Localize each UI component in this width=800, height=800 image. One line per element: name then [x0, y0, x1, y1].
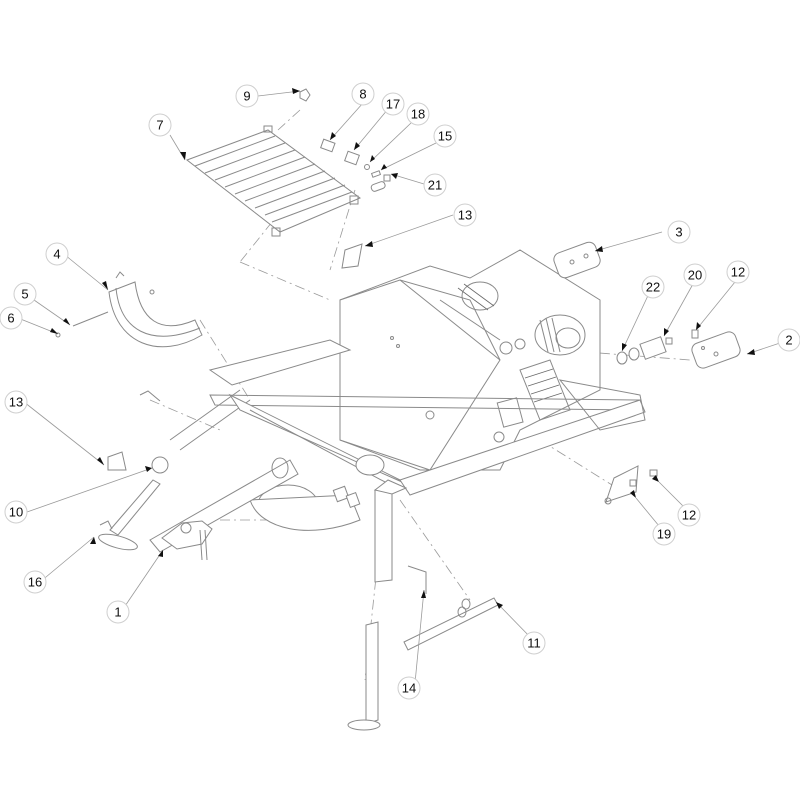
callout-19[interactable]: 19 [652, 522, 676, 546]
axle-bar [403, 597, 499, 651]
callout-2[interactable]: 2 [777, 328, 800, 352]
callout-3[interactable]: 3 [667, 220, 691, 244]
callout-9[interactable]: 9 [235, 84, 259, 108]
svg-text:4: 4 [53, 247, 60, 262]
fender [55, 271, 203, 348]
svg-text:13: 13 [9, 395, 23, 410]
svg-text:10: 10 [9, 505, 23, 520]
callout-18[interactable]: 18 [406, 102, 430, 126]
svg-text:17: 17 [386, 97, 400, 112]
tail-light-left [553, 241, 601, 279]
svg-text:12: 12 [682, 508, 696, 523]
svg-text:19: 19 [657, 527, 671, 542]
svg-text:6: 6 [7, 311, 14, 326]
tongue-jack [98, 390, 169, 551]
callout-15[interactable]: 15 [433, 124, 457, 148]
svg-text:15: 15 [438, 129, 452, 144]
svg-text:9: 9 [243, 89, 250, 104]
callout-11[interactable]: 11 [522, 631, 546, 655]
svg-text:5: 5 [21, 287, 28, 302]
callout-13-left[interactable]: 13 [4, 390, 28, 414]
callout-22[interactable]: 22 [641, 275, 665, 299]
callout-20[interactable]: 20 [683, 263, 707, 287]
license-plate-bracket [604, 465, 658, 505]
svg-text:20: 20 [688, 268, 702, 283]
callout-7[interactable]: 7 [148, 113, 172, 137]
svg-text:16: 16 [28, 575, 42, 590]
jack-stand [347, 565, 427, 731]
svg-text:8: 8 [359, 87, 366, 102]
callout-12-top[interactable]: 12 [726, 260, 750, 284]
svg-text:22: 22 [646, 280, 660, 295]
svg-text:11: 11 [527, 636, 541, 651]
svg-text:3: 3 [675, 225, 682, 240]
callout-4[interactable]: 4 [45, 242, 69, 266]
callout-1[interactable]: 1 [106, 600, 130, 624]
fittings [299, 88, 391, 192]
svg-text:12: 12 [731, 265, 745, 280]
decal-plate-top [341, 243, 363, 269]
callout-8[interactable]: 8 [351, 82, 375, 106]
callout-10[interactable]: 10 [4, 500, 28, 524]
callout-12-bottom[interactable]: 12 [677, 503, 701, 527]
svg-text:2: 2 [785, 333, 792, 348]
engine-housing [339, 249, 601, 471]
callout-6[interactable]: 6 [0, 306, 23, 330]
tail-light-right [691, 331, 741, 369]
callout-16[interactable]: 16 [23, 570, 47, 594]
lamp-socket-parts [616, 329, 699, 365]
top-grate [185, 125, 362, 237]
callouts: 9 7 8 17 18 15 21 13 3 22 20 12 2 4 5 6 … [0, 82, 800, 700]
arrowheads [50, 88, 755, 609]
svg-text:13: 13 [458, 208, 472, 223]
callout-13-top[interactable]: 13 [453, 203, 477, 227]
callout-21[interactable]: 21 [423, 173, 447, 197]
callout-17[interactable]: 17 [381, 92, 405, 116]
callout-5[interactable]: 5 [13, 282, 37, 306]
coupler [161, 520, 213, 561]
svg-text:14: 14 [402, 681, 416, 696]
svg-text:7: 7 [156, 118, 163, 133]
svg-text:18: 18 [411, 107, 425, 122]
svg-text:21: 21 [428, 178, 442, 193]
callout-14[interactable]: 14 [397, 676, 421, 700]
svg-text:1: 1 [114, 605, 121, 620]
